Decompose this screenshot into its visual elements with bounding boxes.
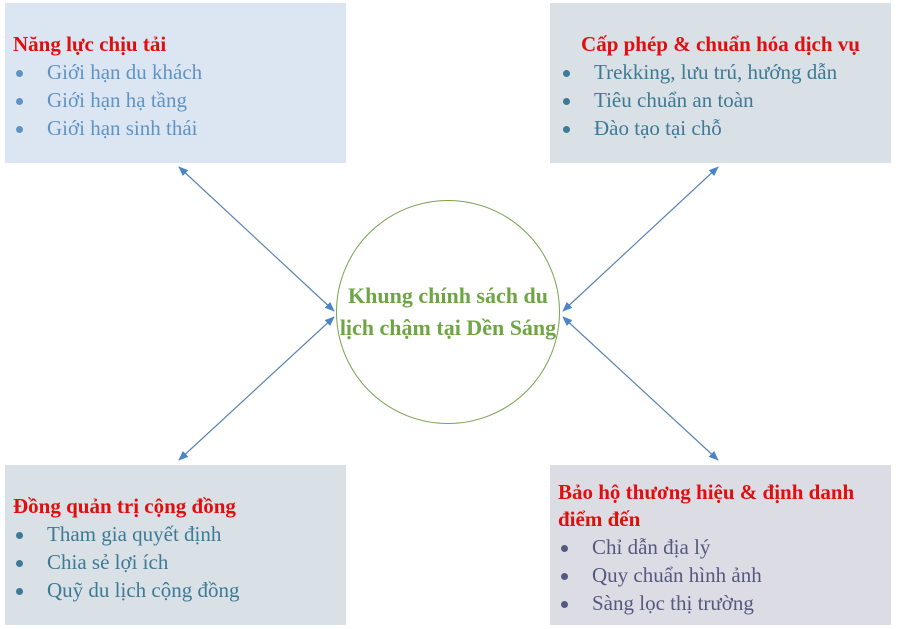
- list-item: Tiêu chuẩn an toàn: [560, 86, 883, 114]
- list-item: Đào tạo tại chỗ: [560, 114, 883, 142]
- list-item: Tham gia quyết định: [13, 520, 338, 548]
- bullet-icon: [561, 545, 568, 552]
- bullet-icon: [563, 98, 570, 105]
- bullet-list: Chỉ dẫn địa lý Quy chuẩn hình ảnh Sàng l…: [558, 533, 883, 617]
- bullet-icon: [16, 70, 23, 77]
- arrow-top-right: [562, 166, 719, 312]
- arrow-bottom-right: [562, 316, 719, 461]
- box-title: Năng lực chịu tải: [13, 32, 167, 56]
- center-circle: Khung chính sách du lịch chậm tại Dền Sá…: [336, 200, 560, 424]
- list-item: Trekking, lưu trú, hướng dẫn: [560, 58, 883, 86]
- list-item: Chia sẻ lợi ích: [13, 548, 338, 576]
- box-title: Bảo hộ thương hiệu & định danh điểm đến: [558, 480, 855, 531]
- bullet-icon: [16, 126, 23, 133]
- list-item: Quy chuẩn hình ảnh: [558, 561, 883, 589]
- arrow-top-left: [178, 166, 335, 312]
- box-community-co-management: Đồng quản trị cộng đồng Tham gia quyết đ…: [5, 465, 346, 625]
- bullet-icon: [561, 601, 568, 608]
- box-title: Đồng quản trị cộng đồng: [13, 494, 236, 518]
- bullet-icon: [561, 573, 568, 580]
- box-brand-protection: Bảo hộ thương hiệu & định danh điểm đến …: [550, 465, 891, 625]
- center-label: Khung chính sách du lịch chậm tại Dền Sá…: [339, 283, 557, 340]
- list-item: Chỉ dẫn địa lý: [558, 533, 883, 561]
- bullet-icon: [16, 560, 23, 567]
- bullet-icon: [563, 70, 570, 77]
- bullet-icon: [563, 126, 570, 133]
- bullet-icon: [16, 532, 23, 539]
- bullet-list: Tham gia quyết định Chia sẻ lợi ích Quỹ …: [13, 520, 338, 604]
- box-licensing-standardization: Cấp phép & chuẩn hóa dịch vụ Trekking, l…: [550, 3, 891, 163]
- arrow-bottom-left: [178, 316, 335, 461]
- list-item: Sàng lọc thị trường: [558, 589, 883, 617]
- bullet-icon: [16, 588, 23, 595]
- list-item: Giới hạn du khách: [13, 58, 338, 86]
- box-title: Cấp phép & chuẩn hóa dịch vụ: [581, 32, 860, 56]
- bullet-list: Giới hạn du khách Giới hạn hạ tầng Giới …: [13, 58, 338, 142]
- list-item: Quỹ du lịch cộng đồng: [13, 576, 338, 604]
- list-item: Giới hạn hạ tầng: [13, 86, 338, 114]
- list-item: Giới hạn sinh thái: [13, 114, 338, 142]
- box-carrying-capacity: Năng lực chịu tải Giới hạn du khách Giới…: [5, 3, 346, 163]
- bullet-list: Trekking, lưu trú, hướng dẫn Tiêu chuẩn …: [558, 58, 883, 142]
- bullet-icon: [16, 98, 23, 105]
